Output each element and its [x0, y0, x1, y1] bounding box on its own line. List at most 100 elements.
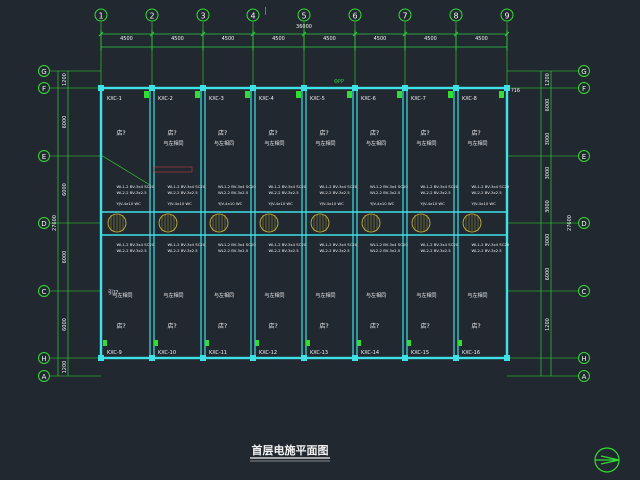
- panel-tag-bottom: KXC-16: [462, 350, 480, 356]
- circuit-note: WL1-2 BV-3x4 SC20: [320, 242, 358, 247]
- room-note-lower: 与左相同: [316, 292, 336, 299]
- column: [301, 85, 307, 91]
- distribution-box-icon: [195, 91, 200, 98]
- panel-tag-bottom: KXC-12: [259, 350, 277, 356]
- grid-bubble-left: [38, 217, 50, 229]
- dimension-value-left: 6000: [62, 318, 68, 331]
- circuit-note: WL2-2 BV-3x2.5: [472, 248, 503, 253]
- grid-bubble-right: [578, 217, 590, 229]
- dimension-value: 4500: [171, 36, 184, 42]
- circuit-note: YJV-4x10 WC: [472, 201, 497, 206]
- light-fixture-icon: [411, 213, 431, 233]
- grid-label-top: 7: [402, 12, 407, 21]
- distribution-box-icon: [448, 91, 453, 98]
- roof-note: ΦPP: [334, 79, 344, 85]
- circuit-note: WL1-2 BV-3x4 SC20: [117, 184, 155, 189]
- distribution-box-icon: [458, 340, 462, 346]
- panel-tag-top: KXC-8: [462, 96, 477, 102]
- room-name-lower: 店?: [421, 322, 430, 330]
- circuit-note: YJV-4x10 WC: [320, 201, 345, 206]
- column: [301, 355, 307, 361]
- north-arrow-icon: [594, 447, 620, 473]
- distribution-box-icon: [103, 340, 107, 346]
- column: [200, 85, 206, 91]
- dimension-value-right: 3000: [545, 234, 551, 247]
- grid-label-left: F: [42, 85, 46, 93]
- column: [250, 85, 256, 91]
- distribution-box-icon: [144, 91, 149, 98]
- column: [98, 355, 104, 361]
- grid-bubble-top: [449, 8, 463, 22]
- circuit-note: YJV-4x10 WC: [117, 201, 142, 206]
- circuit-note: YJV-4x10 WC: [269, 201, 294, 206]
- room-name-lower: 店?: [370, 322, 379, 330]
- room-name-upper: 店?: [421, 129, 430, 137]
- panel-tag-top: KXC-2: [158, 96, 173, 102]
- grid-bubble-right: [578, 352, 590, 364]
- column: [402, 85, 408, 91]
- circuit-note: WL2-2 BV-3x2.5: [421, 190, 452, 195]
- grid-label-left: H: [41, 355, 46, 363]
- grid-label-right: A: [582, 373, 587, 381]
- circuit-note: WL2-2 BV-3x2.5: [269, 248, 300, 253]
- grid-label-right: C: [582, 288, 587, 296]
- circuit-note: YJV-4x10 WC: [168, 201, 193, 206]
- grid-bubble-top: [145, 8, 159, 22]
- grid-bubble-right: [578, 82, 590, 94]
- distribution-box-icon: [205, 340, 209, 346]
- room-name-upper: 店?: [472, 129, 481, 137]
- circuit-note: WL2-2 BV-3x2.5: [421, 248, 452, 253]
- grid-bubble-top: [398, 8, 412, 22]
- distribution-box-icon: [296, 91, 301, 98]
- grid-bubble-left: [38, 65, 50, 77]
- room-note-upper: 与左相同: [214, 140, 234, 147]
- circuit-note: WL1-2 BV-3x4 SC20: [168, 242, 206, 247]
- circuit-note: YJV-4x10 WC: [370, 201, 395, 206]
- grid-label-top: 8: [453, 12, 458, 21]
- circuit-note: WL1-2 BV-3x4 SC20: [218, 184, 256, 189]
- panel-tag-bottom: KXC-9: [107, 350, 122, 356]
- room-note-lower: 与左相同: [468, 292, 488, 299]
- dimension-value-right: 3000: [545, 200, 551, 213]
- grid-label-top: 1: [98, 12, 103, 21]
- grid-label-left: D: [41, 220, 46, 228]
- circuit-note: WL2-2 BV-3x2.5: [117, 190, 148, 195]
- room-note-lower: 与左相同: [417, 292, 437, 299]
- dimension-value: 4500: [323, 36, 336, 42]
- circuit-note: WL1-2 BV-3x4 SC20: [117, 242, 155, 247]
- grid-bubble-right: [578, 150, 590, 162]
- circuit-note: WL2-2 BV-3x2.5: [370, 190, 401, 195]
- column: [352, 355, 358, 361]
- room-note-upper: 与左相同: [468, 140, 488, 147]
- grid-label-top: 5: [301, 12, 306, 21]
- column: [402, 355, 408, 361]
- room-name-lower: 店?: [320, 322, 329, 330]
- column: [352, 85, 358, 91]
- grid-bubble-top: [500, 8, 514, 22]
- column: [250, 355, 256, 361]
- room-note-upper: 与左相同: [366, 140, 386, 147]
- circuit-note: WL2-2 BV-3x2.5: [168, 190, 199, 195]
- panel-tag-bottom: KXC-13: [310, 350, 328, 356]
- room-note-lower: 与左相同: [366, 292, 386, 299]
- dimension-value: 4500: [424, 36, 437, 42]
- grid-bubble-right: [578, 285, 590, 297]
- room-note-lower: 与左相同: [113, 292, 133, 299]
- drawing-title: 首层电施平面图: [252, 443, 329, 457]
- light-fixture-icon: [310, 213, 330, 233]
- circuit-note: WL2-2 BV-3x2.5: [218, 248, 249, 253]
- room-note-upper: 与左相同: [417, 140, 437, 147]
- dimension-value-right: 3000: [545, 167, 551, 180]
- distribution-box-icon: [357, 340, 361, 346]
- panel-tag-top: KXC-3: [209, 96, 224, 102]
- room-note-lower: 与左相同: [265, 292, 285, 299]
- dimension-value: 4500: [374, 36, 387, 42]
- circuit-note: WL1-2 BV-3x4 SC20: [269, 242, 307, 247]
- circuit-note: WL1-2 BV-3x4 SC20: [421, 184, 459, 189]
- panel-tag-bottom: KXC-10: [158, 350, 176, 356]
- grid-bubble-top: [94, 8, 108, 22]
- circuit-note: WL1-2 BV-3x4 SC20: [168, 184, 206, 189]
- grid-label-top: 9: [504, 12, 509, 21]
- room-name-lower: 店?: [168, 322, 177, 330]
- circuit-note: WL2-2 BV-3x2.5: [117, 248, 148, 253]
